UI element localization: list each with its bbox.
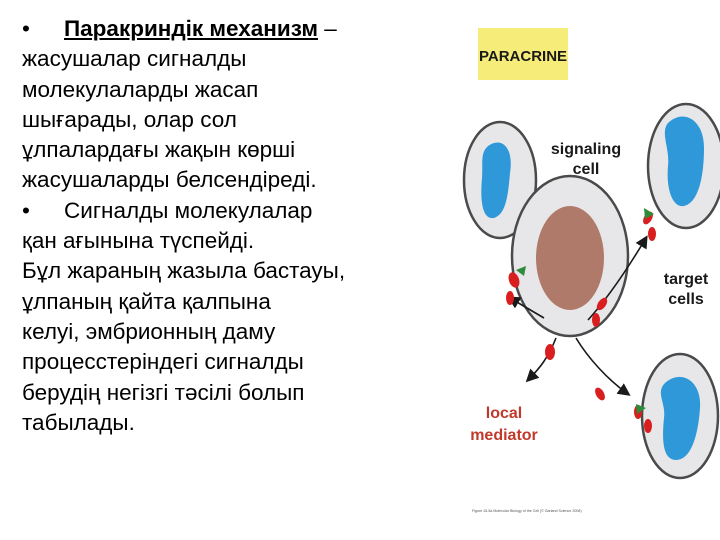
label-target: target — [664, 271, 709, 288]
nucleus-blue — [660, 376, 701, 460]
nucleus-brown — [536, 206, 604, 310]
arrow — [525, 337, 557, 383]
figure-title: PARACRINE — [479, 48, 567, 65]
mediator-molecules — [506, 211, 656, 433]
text-line: жасушаларды белсендіреді. — [22, 167, 317, 193]
nucleus-blue — [664, 116, 704, 207]
dash: – — [318, 16, 337, 41]
label-signaling: signaling — [551, 141, 621, 158]
text-line: берудің негізгі тәсілі болып — [22, 379, 305, 405]
nucleus-blue — [481, 142, 511, 219]
text-line-bullet-2: • Сигналды молекулалар — [22, 196, 452, 226]
text-line: молекулаларды жасап — [22, 76, 259, 102]
bullet: • — [22, 197, 30, 223]
text-line: ұлпалардағы жақын көрші — [22, 137, 296, 163]
label-cell: cell — [573, 161, 600, 178]
text-line: қан ағынына түспейді. — [22, 228, 255, 254]
label-cells: cells — [668, 291, 704, 308]
title-box — [478, 28, 568, 80]
text-line: ұлпаның қайта қалпына — [22, 288, 271, 314]
signaling-cell — [510, 174, 630, 338]
target-cell-top-right — [646, 102, 720, 230]
text-line-1: • Паракриндік механизм – — [22, 14, 452, 44]
text-line: Бұл жараның жазыла бастауы, — [22, 258, 346, 284]
label-mediator: mediator — [470, 427, 538, 444]
arrow — [507, 296, 545, 319]
text-line: процесстеріндегі сигналды — [22, 349, 304, 375]
arrow — [587, 235, 648, 321]
receptors — [516, 208, 654, 414]
target-cell-bottom-right — [640, 352, 720, 480]
description-text: • Паракриндік механизм – жасушалар сигнал… — [22, 14, 452, 438]
term-paracrine: Паракриндік механизм — [64, 16, 318, 41]
text-line: табылады. — [22, 409, 135, 435]
figure-caption: Figure 15-5a Molecular Biology of the Ce… — [472, 509, 582, 513]
bullet: • — [22, 16, 30, 41]
bullet-text: Сигналды молекулалар — [64, 197, 313, 223]
text-line: келуі, эмбрионның даму — [22, 318, 276, 344]
target-cell-top-left — [462, 120, 538, 240]
text-line: шығарады, олар сол — [22, 106, 237, 132]
text-line: жасушалар сигналды — [22, 46, 247, 72]
arrow — [575, 337, 631, 396]
paracrine-figure: PARACRINE signaling cell target cells lo… — [458, 8, 720, 540]
label-local: local — [486, 405, 522, 422]
